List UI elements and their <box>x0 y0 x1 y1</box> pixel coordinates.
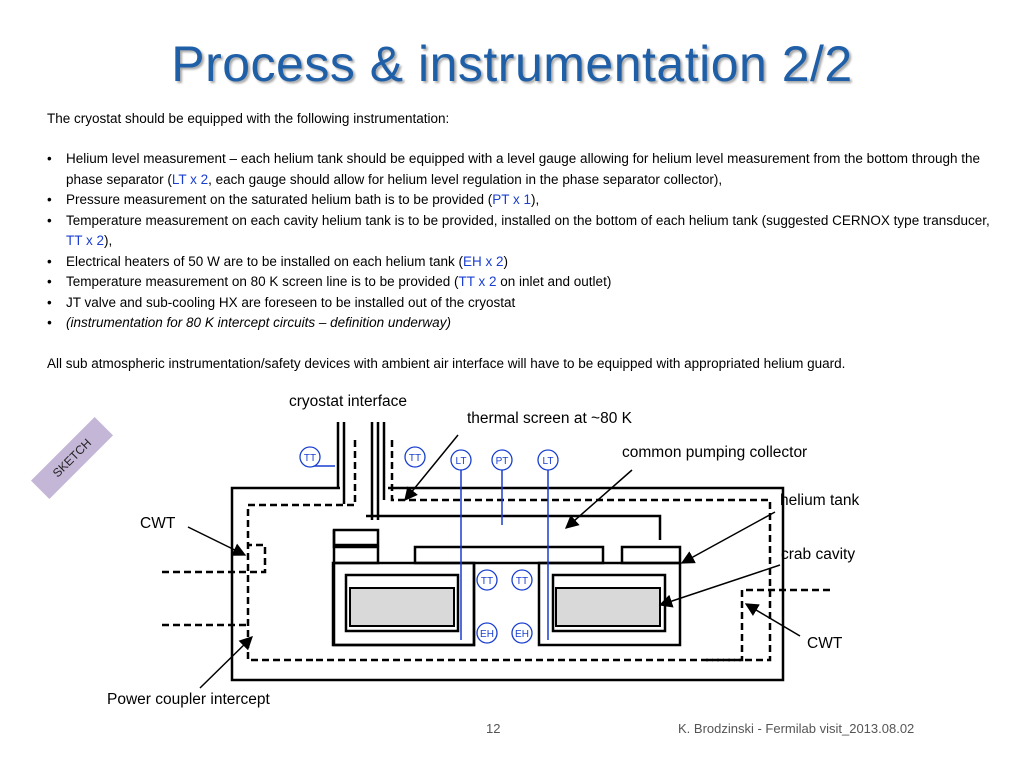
bullet-text: Helium level measurement – each helium t… <box>66 151 981 187</box>
arrow-thermal-screen <box>404 434 459 502</box>
instrument-eh-right: EH <box>511 622 533 644</box>
instrument-lines <box>310 465 549 640</box>
bullet-text: Electrical heaters of 50 W are to be ins… <box>66 253 463 269</box>
bullet-text: (instrumentation for 80 K intercept circ… <box>66 315 451 330</box>
slide-title: Process & instrumentation 2/2 <box>171 36 853 92</box>
bullet-intercept: (instrumentation for 80 K intercept circ… <box>47 313 1007 334</box>
instrument-label: EH <box>480 629 494 640</box>
cwt-right-line <box>706 588 830 662</box>
instrument-tag: LT x 2 <box>171 171 209 187</box>
bullet-text: JT valve and sub-cooling HX are foreseen… <box>66 294 516 310</box>
bullet-text: Pressure measurement on the saturated he… <box>66 192 493 207</box>
label-helium-tank: helium tank <box>780 492 860 509</box>
bullet-text: ) <box>503 253 508 269</box>
instrument-tt-mid-left: TT <box>476 569 498 591</box>
instrument-tt-top-left: TT <box>299 446 321 468</box>
label-cwt-left: CWT <box>140 515 176 532</box>
arrow-pumping-collector <box>564 469 633 529</box>
vacuum-vessel-outline <box>230 486 785 682</box>
instrument-pt: PT <box>491 449 513 471</box>
bullet-jt-valve: JT valve and sub-cooling HX are foreseen… <box>47 293 1007 314</box>
instrument-label: LT <box>543 456 554 467</box>
instrument-tt-top-right: TT <box>404 446 426 468</box>
instrument-tag: TT x 2 <box>66 233 105 248</box>
instrumentation-list: Helium level measurement – each helium t… <box>47 149 1007 334</box>
intro-text: The cryostat should be equipped with the… <box>47 111 450 126</box>
instrument-tt-mid-right: TT <box>511 569 533 591</box>
bullet-helium-level: Helium level measurement – each helium t… <box>47 149 1007 190</box>
instrument-lt-left: LT <box>450 449 472 471</box>
bullet-text: ), <box>531 192 540 207</box>
helium-tank-headers <box>332 545 682 565</box>
instrument-tag: PT x 1 <box>492 192 532 207</box>
bullet-temperature-screen: Temperature measurement on 80 K screen l… <box>47 272 1007 293</box>
label-power-coupler: Power coupler intercept <box>107 691 270 708</box>
arrow-helium-tank <box>680 511 776 564</box>
instrument-label: PT <box>496 456 509 467</box>
bullet-text: ), <box>104 233 113 248</box>
arrow-power-coupler <box>199 636 253 689</box>
instrument-label: EH <box>515 629 529 640</box>
instrument-tag: TT x 2 <box>458 274 497 289</box>
bullet-temperature-cavity: Temperature measurement on each cavity h… <box>47 211 1007 252</box>
instrument-eh-left: EH <box>476 622 498 644</box>
helium-guard-note: All sub atmospheric instrumentation/safe… <box>47 356 846 371</box>
bullet-heaters: Electrical heaters of 50 W are to be ins… <box>47 252 1007 273</box>
bullet-pressure: Pressure measurement on the saturated he… <box>47 190 1007 211</box>
footer-source: K. Brodzinski - Fermilab visit_2013.08.0… <box>678 721 915 736</box>
bullet-text: on inlet and outlet) <box>496 274 612 289</box>
cwt-left-line-upper <box>162 543 267 574</box>
thermal-screen-right <box>314 440 772 662</box>
label-cryostat-interface: cryostat interface <box>289 393 408 410</box>
arrow-cwt-left <box>187 526 247 556</box>
thermal-screen <box>246 440 357 662</box>
cryostat-interface-pipes <box>336 422 386 520</box>
page-number: 12 <box>486 721 501 736</box>
label-pumping-collector: common pumping collector <box>622 444 808 461</box>
instrument-label: TT <box>409 453 421 464</box>
instrument-label: TT <box>481 576 493 587</box>
bullet-text: Temperature measurement on 80 K screen l… <box>66 274 459 289</box>
bullet-text: , each gauge should allow for helium lev… <box>208 171 723 187</box>
arrow-cwt-right <box>744 603 801 637</box>
instrument-label: TT <box>516 576 528 587</box>
instrument-tag: EH x 2 <box>462 253 504 269</box>
bullet-text: Temperature measurement on each cavity h… <box>66 212 990 228</box>
label-thermal-screen: thermal screen at ~80 K <box>467 410 632 427</box>
label-cwt-right: CWT <box>807 635 843 652</box>
instrument-label: LT <box>456 456 467 467</box>
crab-cavity-left <box>349 587 455 627</box>
arrow-crab-cavity <box>658 564 781 608</box>
instrument-lt-right: LT <box>537 449 559 471</box>
label-crab-cavity: crab cavity <box>781 546 856 563</box>
instrument-label: TT <box>304 453 316 464</box>
crab-cavity-right <box>555 587 661 627</box>
pumping-collector <box>332 514 662 549</box>
